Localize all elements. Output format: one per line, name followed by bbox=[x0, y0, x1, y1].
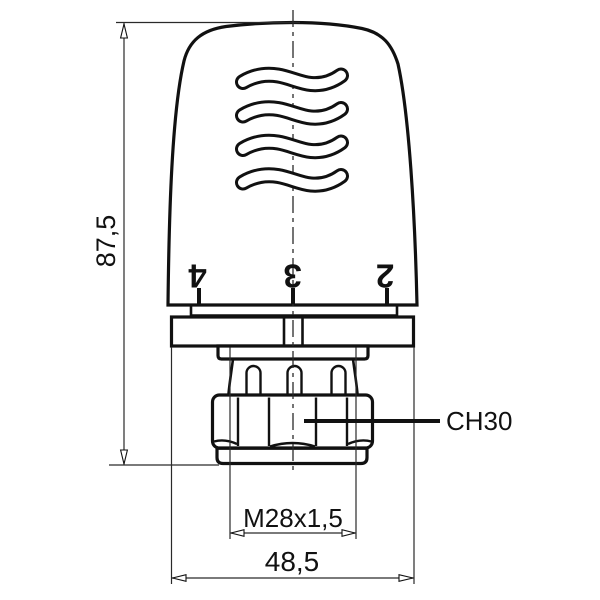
dial-scale: 4 3 2 bbox=[188, 258, 394, 304]
wrench-size-label: CH30 bbox=[446, 406, 512, 436]
vent-slot-4 bbox=[235, 167, 349, 193]
width-arrow-right bbox=[398, 574, 414, 582]
thread-arrow-left bbox=[230, 528, 245, 538]
valve-head-body bbox=[166, 20, 419, 466]
dial-number-3: 3 bbox=[283, 258, 301, 295]
nut-chamfer-arc-left bbox=[213, 439, 238, 446]
height-arrow-down bbox=[119, 449, 129, 465]
neck-step bbox=[189, 305, 399, 317]
thread-dimension: M28x1,5 bbox=[229, 347, 357, 539]
vent-slot-3 bbox=[235, 133, 349, 160]
thread-dimension-label: M28x1,5 bbox=[243, 503, 343, 533]
width-dimension: 48,5 bbox=[170, 347, 415, 584]
spline-slot-right bbox=[330, 364, 347, 396]
vent-slot-1 bbox=[235, 66, 349, 93]
spline-slot-center bbox=[286, 364, 303, 396]
dial-number-2: 2 bbox=[376, 258, 394, 295]
vent-slots bbox=[235, 66, 349, 193]
height-dimension-label: 87,5 bbox=[91, 215, 121, 268]
vent-slot-inner bbox=[238, 103, 346, 123]
spline-left-edge bbox=[227, 358, 235, 395]
base-ring bbox=[215, 446, 369, 466]
spline-slot-left bbox=[245, 364, 262, 396]
thread-arrow-right bbox=[341, 528, 356, 538]
width-arrow-left bbox=[172, 573, 187, 583]
vent-slot-2 bbox=[235, 100, 349, 126]
vent-slot-inner bbox=[238, 69, 346, 90]
height-dimension: 87,5 bbox=[91, 21, 300, 466]
wrench-size-callout: CH30 bbox=[304, 406, 512, 436]
height-arrow-up bbox=[119, 23, 129, 39]
nut-chamfer-arc-center bbox=[269, 441, 316, 448]
index-mark bbox=[282, 317, 304, 346]
nut-chamfer-arc-right bbox=[347, 439, 372, 446]
vent-slot-inner bbox=[238, 136, 346, 157]
width-dimension-label: 48,5 bbox=[265, 546, 320, 577]
dial-number-4: 4 bbox=[188, 258, 207, 295]
spline-right-edge bbox=[351, 358, 359, 395]
vent-slot-inner bbox=[238, 170, 346, 190]
